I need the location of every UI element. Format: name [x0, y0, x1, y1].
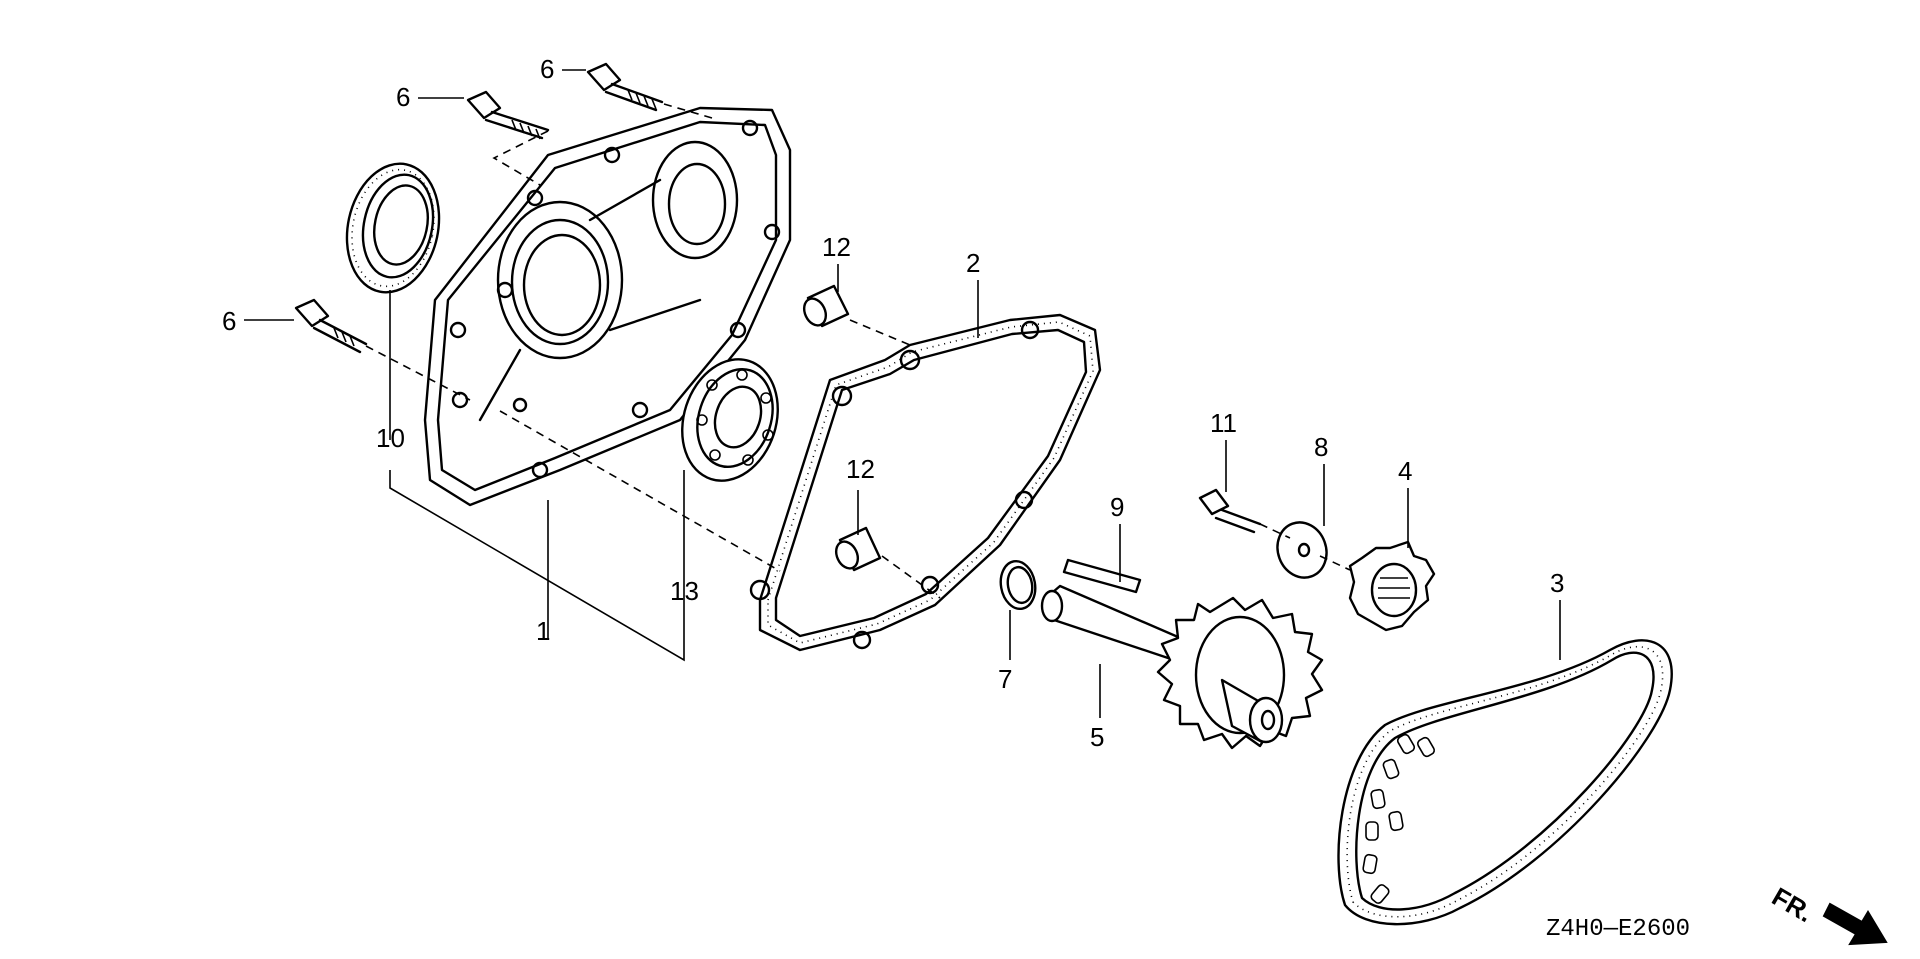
dowel-pin-lower	[834, 526, 882, 572]
drive-sprocket	[1348, 540, 1436, 632]
leader-lines	[244, 69, 1561, 718]
callout-1: 1	[536, 616, 550, 646]
callout-12-upper: 12	[822, 232, 851, 262]
dowel-pin-upper	[802, 284, 850, 328]
front-label: FR.	[1767, 881, 1818, 928]
callout-11: 11	[1210, 408, 1237, 438]
washer	[1276, 521, 1328, 579]
bolt-11	[1198, 488, 1262, 534]
callout-8: 8	[1314, 432, 1328, 462]
callout-6-upper-left: 6	[396, 82, 410, 112]
key	[1062, 558, 1142, 594]
front-direction-arrow-icon	[1822, 902, 1888, 946]
callout-3: 3	[1550, 568, 1564, 598]
drive-chain	[1337, 639, 1673, 926]
callout-7: 7	[998, 664, 1012, 694]
flange-bolt-left	[294, 298, 368, 354]
callout-9: 9	[1110, 492, 1124, 522]
callout-13: 13	[670, 576, 699, 606]
callout-12-lower: 12	[846, 454, 875, 484]
front-indicator: FR.	[1767, 881, 1888, 946]
ball-bearing	[681, 358, 779, 482]
flange-bolt-upper-right	[586, 62, 664, 112]
flange-bolt-upper-left	[466, 90, 550, 140]
callout-6-upper-right: 6	[540, 54, 554, 84]
case-cover	[423, 106, 792, 507]
oil-seal	[345, 162, 441, 294]
callout-5: 5	[1090, 722, 1104, 752]
callout-6-left: 6	[222, 306, 236, 336]
callout-10: 10	[376, 423, 405, 453]
circlip	[999, 559, 1037, 611]
callout-4: 4	[1398, 456, 1412, 486]
gasket	[749, 313, 1102, 652]
callout-2: 2	[966, 248, 980, 278]
driven-shaft	[1040, 584, 1324, 750]
diagram-code: Z4H0—E2600	[1546, 916, 1690, 943]
